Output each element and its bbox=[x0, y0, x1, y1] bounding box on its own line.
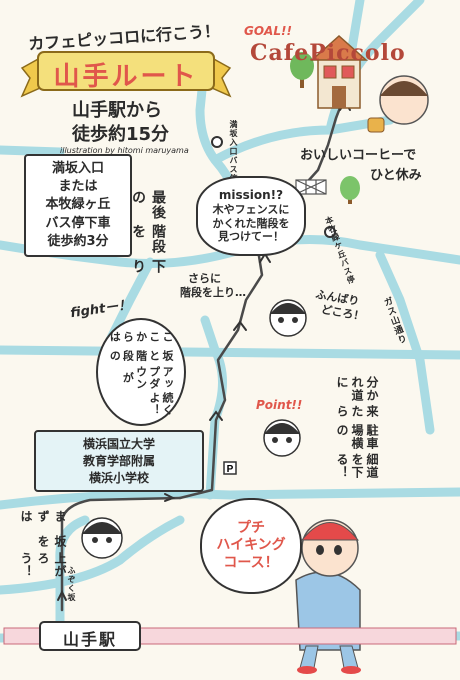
bus-option-line: または bbox=[58, 179, 98, 195]
start-climb-note: まずは 坂を 上がろう！ bbox=[18, 510, 69, 590]
last-stairs-line: 階段を bbox=[130, 224, 166, 255]
guide-face-icon bbox=[81, 75, 429, 559]
point-label: Point!! bbox=[256, 398, 303, 412]
hiking-line: コース！ bbox=[223, 554, 279, 571]
mission-line: かくれた階段を bbox=[212, 216, 290, 230]
goal-caption-1: おいしいコーヒーで bbox=[300, 148, 417, 163]
start-climb-line: 上がろう！ bbox=[19, 552, 67, 578]
more-stairs-line: 階段を上り… bbox=[180, 286, 246, 300]
fork-line: 駐車場横の bbox=[335, 423, 379, 450]
up-down-bubble: ここからは 坂と階段の アップダウンが 続くよ！ bbox=[96, 318, 186, 426]
last-stairs-note: 最後の 階段を 下り bbox=[128, 190, 168, 280]
subtitle-line-1: 山手駅から bbox=[72, 100, 162, 121]
route-title: 山手ルート bbox=[53, 62, 199, 92]
up-down-line: アップダウンが bbox=[121, 366, 174, 391]
mission-line: 見つけてー！ bbox=[218, 230, 284, 244]
fork-line: 細道を下る！ bbox=[335, 453, 379, 480]
bus-option-line: 満坂入口 bbox=[51, 161, 104, 176]
last-stairs-line: 最後の bbox=[130, 190, 166, 220]
mission-title: mission!? bbox=[218, 187, 284, 202]
bus-option-line: バス停下車 bbox=[45, 215, 111, 231]
mission-line: 木やフェンスに bbox=[212, 202, 290, 216]
title-ribbon bbox=[20, 51, 232, 98]
last-stairs-line: 下り bbox=[130, 258, 166, 274]
fork-note: 分かれ道に 来たら 駐車場横の 細道を下る！ bbox=[334, 376, 379, 486]
cafe-building-icon bbox=[310, 34, 368, 109]
school-line: 教育学部附属 bbox=[82, 453, 155, 468]
school-line: 横浜国立大学 bbox=[82, 437, 155, 451]
bus-stop-icon bbox=[211, 136, 336, 238]
up-down-line: 坂と階段の bbox=[108, 349, 174, 362]
bus-option-sign: 満坂入口 または 本牧緑ヶ丘 バス停下車 徒歩約3分 bbox=[24, 154, 132, 257]
hiking-bubble: プチ ハイキング コース！ bbox=[200, 498, 302, 594]
school-sign: 横浜国立大学 教育学部附属 横浜小学校 bbox=[34, 430, 204, 493]
hiking-line: ハイキング bbox=[216, 537, 286, 554]
bus-option-line: 本牧緑ヶ丘 bbox=[45, 197, 111, 213]
walking-route bbox=[60, 93, 347, 612]
mission-bubble: mission!? 木やフェンスに かくれた階段を 見つけてー！ bbox=[196, 176, 306, 256]
start-climb-line: まずは bbox=[19, 510, 67, 523]
up-down-line: ここからは bbox=[108, 330, 174, 343]
slope-name-label: ふぞく坂 bbox=[67, 566, 76, 602]
more-stairs-note: さらに 階段を上り… bbox=[180, 272, 246, 301]
goal-caption-2: ひと休み bbox=[370, 168, 422, 183]
fork-line: 来たら bbox=[335, 405, 379, 419]
cafe-name: CafePiccolo bbox=[250, 40, 406, 66]
fork-line: 分かれ道に bbox=[335, 376, 379, 402]
hiker-character-illustration bbox=[295, 519, 361, 674]
hiking-line: プチ bbox=[237, 519, 265, 536]
bus-option-line: 徒歩約3分 bbox=[47, 233, 109, 249]
up-down-line: 続くよ！ bbox=[147, 392, 174, 416]
illustrator-credit: illustration by hitomi maruyama bbox=[60, 146, 189, 155]
subtitle-line-2: 徒歩約15分 bbox=[72, 124, 170, 145]
fence-icon bbox=[295, 179, 327, 195]
more-stairs-line: さらに bbox=[188, 272, 221, 285]
bus-stop-label-manzaka: 満坂入口バス停 bbox=[229, 120, 238, 183]
svg-text:P: P bbox=[227, 464, 234, 475]
station-sign bbox=[3, 621, 457, 651]
parking-icon: P bbox=[223, 461, 237, 475]
goal-label: GOAL!! bbox=[244, 24, 292, 38]
school-line: 横浜小学校 bbox=[88, 470, 149, 485]
station-name: 山手駅 bbox=[62, 630, 117, 649]
start-climb-line: 坂を bbox=[36, 534, 67, 548]
